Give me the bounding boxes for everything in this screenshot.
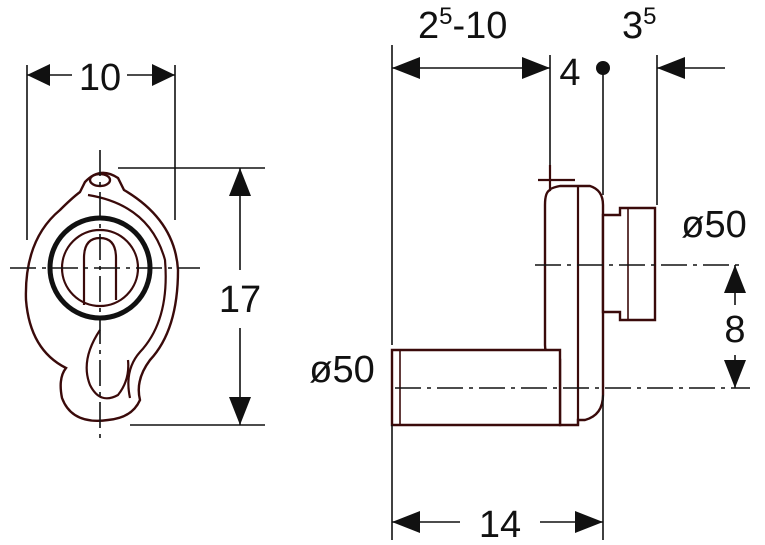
width-arrow-left bbox=[27, 64, 50, 86]
offset-arrow-bottom bbox=[724, 360, 746, 388]
depth-arrow-left bbox=[392, 511, 420, 533]
trap-body-outline bbox=[24, 171, 180, 422]
drain-bulb bbox=[85, 329, 130, 400]
inlet-pipe bbox=[390, 348, 562, 427]
spigot-label: 35 bbox=[622, 3, 657, 47]
width-arrow-right bbox=[152, 64, 175, 86]
front-view: 10 17 bbox=[10, 57, 265, 440]
height-arrow-bottom bbox=[229, 397, 251, 425]
depth-label: 14 bbox=[479, 504, 521, 545]
outlet-diameter-label: ø50 bbox=[681, 204, 746, 246]
offset-label: 8 bbox=[724, 309, 745, 351]
height-label: 17 bbox=[219, 279, 261, 321]
spigot-arrow bbox=[657, 57, 685, 79]
side-view: 25-10 4 35 ø50 ø50 8 bbox=[309, 3, 750, 545]
wall-range-arrow-right bbox=[522, 57, 550, 79]
plate-gap-point bbox=[596, 61, 610, 75]
outlet-spigot bbox=[601, 206, 657, 322]
height-arrow-top bbox=[229, 168, 251, 196]
inlet-diameter-label: ø50 bbox=[309, 349, 374, 391]
offset-arrow-top bbox=[724, 265, 746, 293]
wall-range-label: 25-10 bbox=[418, 3, 507, 47]
wall-range-arrow-left bbox=[392, 57, 420, 79]
depth-arrow-right bbox=[575, 511, 603, 533]
plate-gap-label: 4 bbox=[559, 52, 580, 94]
trap-side-body bbox=[543, 184, 605, 427]
trap-body-inner bbox=[87, 193, 167, 399]
width-label: 10 bbox=[79, 57, 121, 99]
